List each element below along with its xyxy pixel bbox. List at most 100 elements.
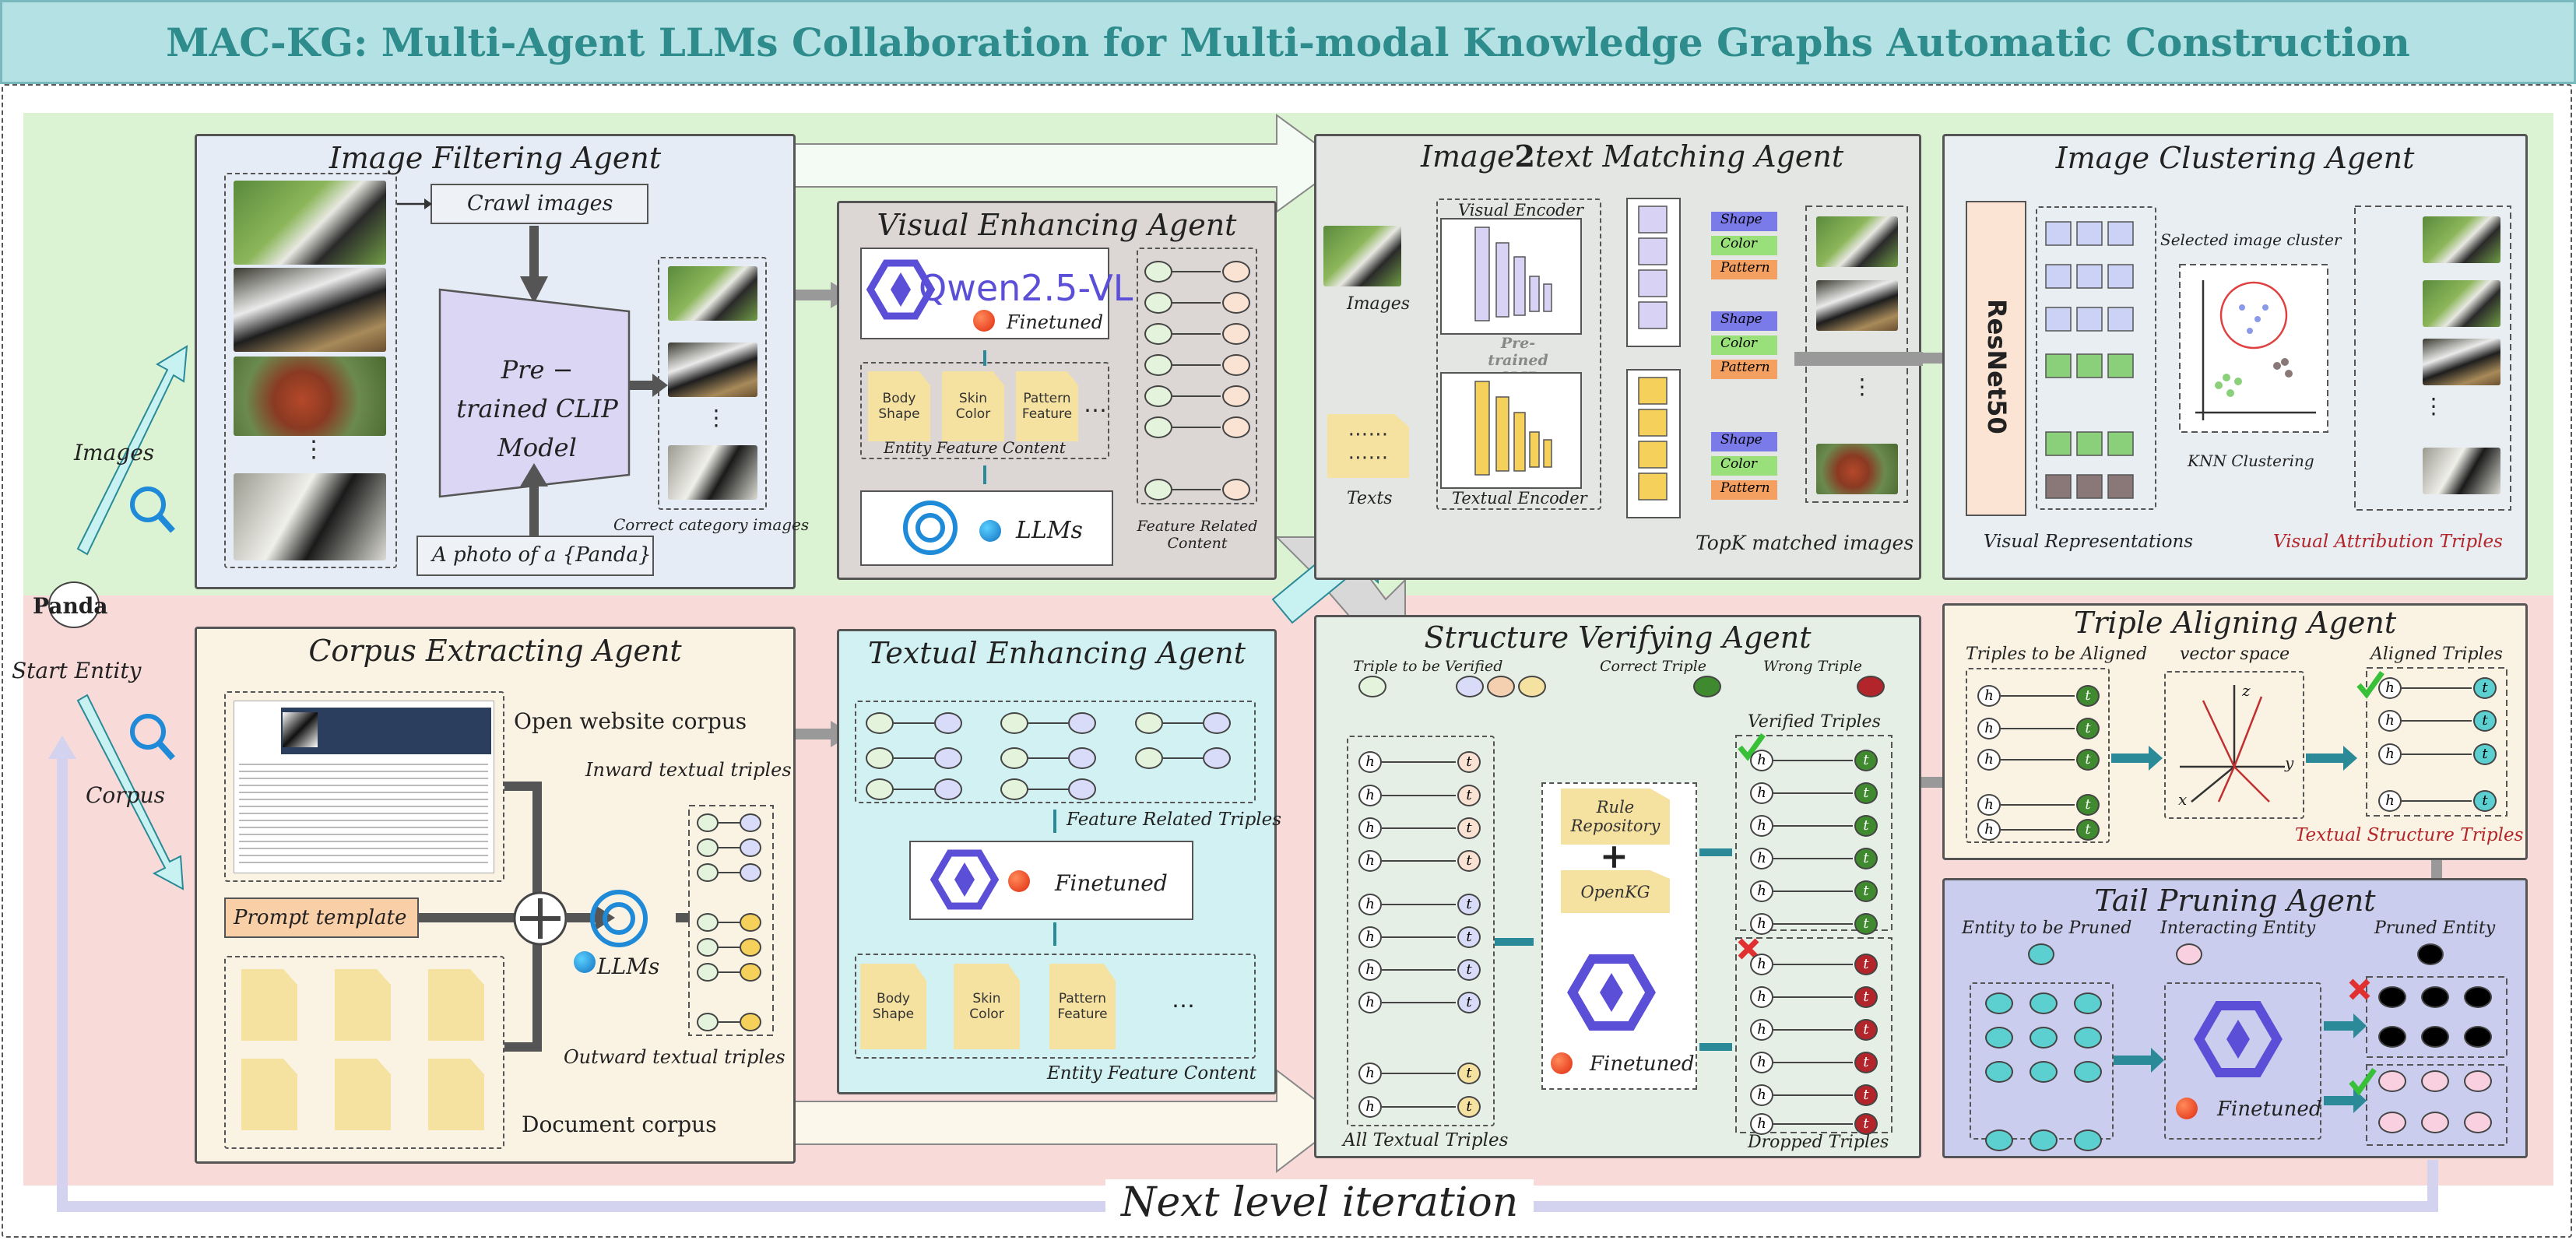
image2text-title: Image2text Matching Agent <box>1421 139 1843 174</box>
search-icon-top <box>130 487 166 522</box>
relation-edge <box>1382 1002 1456 1003</box>
corpus-node-right <box>740 938 761 957</box>
visual-encoder-box <box>1440 218 1582 335</box>
svg-finetuned-dot <box>1551 1052 1573 1074</box>
feature-node-left <box>1144 261 1172 283</box>
triple-node <box>1203 747 1231 769</box>
feature-node-right <box>1222 416 1250 438</box>
triple-node <box>866 778 894 800</box>
triple-node <box>1000 712 1028 734</box>
attr-group-1: Shape Color Pattern <box>1711 212 1777 279</box>
pruned-entity <box>2421 986 2449 1008</box>
prompt-label: A photo of a {Panda} <box>432 543 652 567</box>
align-tail: t <box>2076 685 2100 707</box>
search-icon-bottom <box>130 714 166 750</box>
feature-node-left <box>1144 385 1172 407</box>
align-tail: t <box>2076 819 2100 841</box>
dropped-edge <box>1773 1062 1853 1063</box>
corpus-node-right <box>740 863 761 882</box>
inward-label: Inward textual triples <box>585 759 792 781</box>
attr-group-3: Shape Color Pattern <box>1711 432 1777 500</box>
aligned-edge <box>2402 687 2472 689</box>
aligned-edge <box>2402 720 2472 722</box>
feature-triples-box <box>855 701 1256 803</box>
document-corpus-label: Document corpus <box>522 1112 717 1137</box>
correct-triple-label: Correct Triple <box>1600 658 1707 675</box>
tail-entity: t <box>1457 1096 1481 1118</box>
web-screenshot <box>234 701 494 873</box>
pruned-entity <box>2378 1026 2406 1048</box>
relation-edge <box>1382 969 1456 971</box>
head-entity: h <box>1358 959 1382 981</box>
triple-edge <box>1163 722 1203 724</box>
attr-pattern-2: Pattern <box>1711 360 1777 379</box>
head-entity: h <box>1358 1063 1382 1084</box>
dropped-tail: t <box>1854 1113 1878 1135</box>
relation-edge <box>1382 860 1456 862</box>
pruned-label: Pruned Entity <box>2374 919 2496 938</box>
tail-entity: t <box>1457 959 1481 981</box>
llm-dot <box>979 520 1001 542</box>
prune-entity <box>1985 992 2013 1014</box>
corpus-node-right <box>740 1013 761 1031</box>
aligned-edge <box>2402 753 2472 755</box>
triple-node <box>934 712 962 734</box>
corpus-llms-label: LLMs <box>597 954 660 979</box>
feature-edge <box>1172 333 1221 335</box>
triple-node <box>934 778 962 800</box>
dropped-tail: t <box>1854 986 1878 1008</box>
align-tail: t <box>2076 749 2100 771</box>
legend-node <box>1487 676 1515 697</box>
feature-note-body: Body Shape <box>868 371 930 441</box>
triple-node <box>1068 778 1096 800</box>
doc-icon-6 <box>428 1059 484 1130</box>
structure-verifying-title: Structure Verifying Agent <box>1424 620 1812 655</box>
knn-label: KNN Clustering <box>2188 451 2314 470</box>
triple-edge <box>894 789 934 790</box>
feature-node-left <box>1144 292 1172 314</box>
legend-node <box>1518 676 1546 697</box>
dropped-tail: t <box>1854 1019 1878 1041</box>
prompt-box <box>416 536 654 576</box>
verified-head: h <box>1750 880 1773 902</box>
feature-related-label: Feature Related Content <box>1137 518 1258 552</box>
dropped-head: h <box>1750 1052 1773 1073</box>
web-corpus-box <box>224 691 504 882</box>
feature-node-right <box>1222 479 1250 501</box>
title-banner: MAC-KG: Multi-Agent LLMs Collaboration f… <box>0 0 2576 84</box>
tail-entity: t <box>1457 992 1481 1013</box>
outward-label: Outward textual triples <box>564 1046 785 1068</box>
feature-edge <box>1172 302 1221 304</box>
tail-entity: t <box>1457 894 1481 915</box>
selected-cluster-label: Selected image cluster <box>2160 230 2342 249</box>
triple-aligning-title: Triple Aligning Agent <box>2073 606 2397 640</box>
prune-entity <box>2074 1061 2102 1083</box>
correct-images-label: Correct category images <box>613 515 810 534</box>
resnet-block <box>1966 201 2026 516</box>
panda-node <box>48 581 100 628</box>
ellipsis-vertical: ⋮ <box>302 436 325 463</box>
wrong-triple-label: Wrong Triple <box>1763 658 1862 675</box>
to-prune-label: Entity to be Pruned <box>1962 919 2132 938</box>
kept-entity <box>2421 1112 2449 1133</box>
prune-entity <box>2074 1129 2102 1151</box>
textual-structure-label: Textual Structure Triples <box>2295 825 2524 845</box>
verified-head: h <box>1750 782 1773 804</box>
aligned-head: h <box>2378 677 2402 699</box>
feature-edge <box>1172 364 1221 366</box>
corpus-node-right <box>740 813 761 832</box>
triple-node <box>1135 712 1163 734</box>
clip-encoder-box <box>1436 198 1601 510</box>
dropped-edge <box>1773 1123 1853 1125</box>
dropped-edge <box>1773 1029 1853 1031</box>
dropped-head: h <box>1750 1084 1773 1106</box>
aligned-tail: t <box>2473 710 2497 732</box>
attr-shape-2: Shape <box>1711 311 1777 331</box>
corpus-edge <box>719 822 740 824</box>
